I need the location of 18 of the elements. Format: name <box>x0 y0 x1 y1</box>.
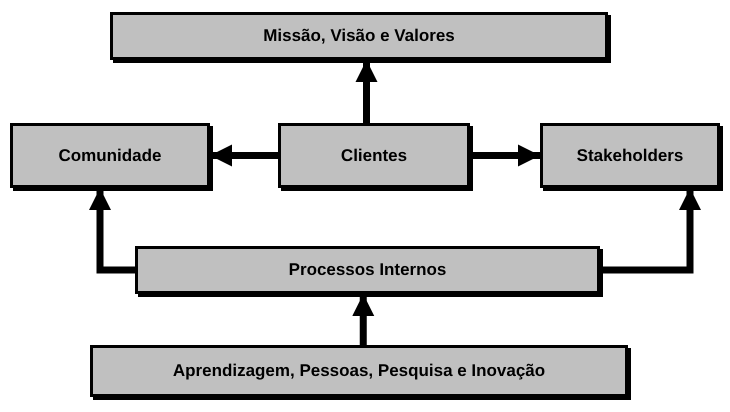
process-box <box>90 345 628 397</box>
process-box <box>110 12 608 60</box>
box-label: Aprendizagem, Pessoas, Pesquisa e Inovação <box>172 360 546 382</box>
box-label: Stakeholders <box>576 144 684 167</box>
box-label: Missão, Visão e Valores <box>263 25 455 48</box>
arrow <box>356 60 378 123</box>
process-box <box>10 123 210 188</box>
arrow <box>89 188 135 274</box>
arrow <box>600 188 701 274</box>
arrow <box>210 144 278 166</box>
arrow <box>352 294 374 345</box>
process-box <box>135 246 600 294</box>
process-box <box>278 123 470 188</box>
process-box <box>540 123 720 188</box>
box-label: Comunidade <box>58 144 162 167</box>
box-label: Processos Internos <box>288 259 446 282</box>
arrow <box>470 144 540 166</box>
box-label: Clientes <box>340 144 408 167</box>
